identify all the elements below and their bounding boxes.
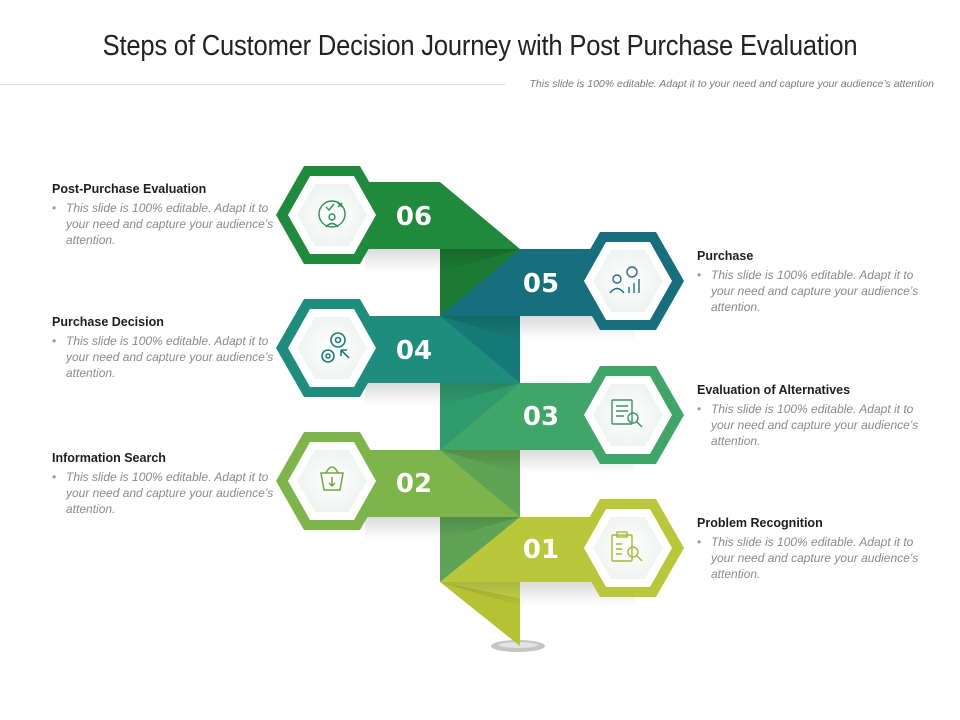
hexagon-step-04 bbox=[276, 299, 388, 397]
step-number-03: 03 bbox=[523, 402, 559, 432]
hexagon-step-03 bbox=[572, 366, 684, 464]
step-02-title: Information Search bbox=[52, 451, 166, 465]
step-06-title: Post-Purchase Evaluation bbox=[52, 182, 207, 196]
gears-cursor-icon bbox=[321, 332, 350, 363]
step-02-description: This slide is 100% editable. Adapt it to… bbox=[52, 469, 277, 517]
step-01-title: Problem Recognition bbox=[697, 516, 823, 530]
slide-subtitle: This slide is 100% editable. Adapt it to… bbox=[529, 78, 934, 90]
step-06-description: This slide is 100% editable. Adapt it to… bbox=[52, 200, 277, 248]
step-number-02: 02 bbox=[396, 469, 432, 499]
hexagon-step-01 bbox=[572, 499, 684, 597]
title-divider bbox=[0, 84, 505, 85]
base-highlight bbox=[498, 642, 538, 648]
step-04-description: This slide is 100% editable. Adapt it to… bbox=[52, 333, 277, 381]
step-05-description: This slide is 100% editable. Adapt it to… bbox=[697, 267, 922, 315]
step-number-04: 04 bbox=[396, 336, 432, 366]
person-idea-chart-icon bbox=[609, 266, 640, 294]
hexagon-step-05 bbox=[572, 232, 684, 330]
step-number-01: 01 bbox=[523, 535, 559, 565]
hexagon-step-06 bbox=[276, 166, 388, 264]
person-evaluation-icon bbox=[318, 200, 346, 228]
step-03-title: Evaluation of Alternatives bbox=[697, 383, 851, 397]
step-01-text: Problem Recognition This slide is 100% e… bbox=[697, 516, 922, 582]
document-search-icon bbox=[611, 399, 643, 428]
step-06-text: Post-Purchase Evaluation This slide is 1… bbox=[52, 182, 277, 248]
step-05-text: Purchase This slide is 100% editable. Ad… bbox=[697, 249, 922, 315]
step-number-05: 05 bbox=[523, 269, 559, 299]
step-02-text: Information Search This slide is 100% ed… bbox=[52, 451, 277, 517]
ribbon-step-06 bbox=[365, 182, 520, 316]
clipboard-search-icon bbox=[611, 531, 643, 562]
step-04-text: Purchase Decision This slide is 100% edi… bbox=[52, 315, 277, 381]
step-03-text: Evaluation of Alternatives This slide is… bbox=[697, 383, 922, 449]
ribbon-step-02 bbox=[365, 450, 520, 582]
step-04-title: Purchase Decision bbox=[52, 315, 164, 329]
step-01-description: This slide is 100% editable. Adapt it to… bbox=[697, 534, 922, 582]
slide-title: Steps of Customer Decision Journey with … bbox=[102, 30, 858, 62]
hexagon-step-02 bbox=[276, 432, 388, 530]
step-number-06: 06 bbox=[396, 202, 432, 232]
shopping-basket-icon bbox=[320, 466, 344, 491]
step-03-description: This slide is 100% editable. Adapt it to… bbox=[697, 401, 922, 449]
step-05-title: Purchase bbox=[697, 249, 754, 263]
